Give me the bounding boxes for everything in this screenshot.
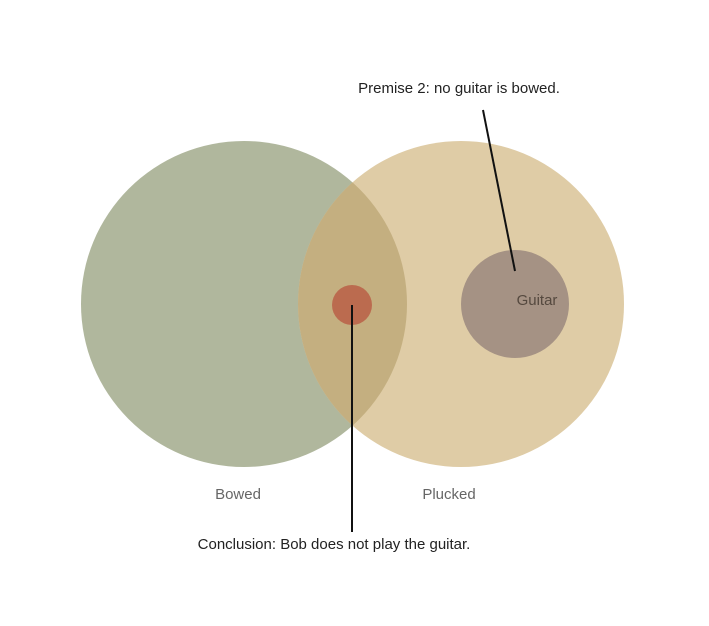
plucked-set-label: Plucked	[422, 486, 475, 503]
bowed-set-label: Bowed	[215, 486, 261, 503]
guitar-subset-circle	[461, 250, 569, 358]
overlap-region	[298, 141, 407, 467]
guitar-subset-label: Guitar	[517, 292, 558, 309]
premise-leader-line	[482, 109, 516, 272]
conclusion-annotation: Conclusion: Bob does not play the guitar…	[198, 536, 471, 553]
premise-annotation: Premise 2: no guitar is bowed.	[358, 80, 560, 97]
